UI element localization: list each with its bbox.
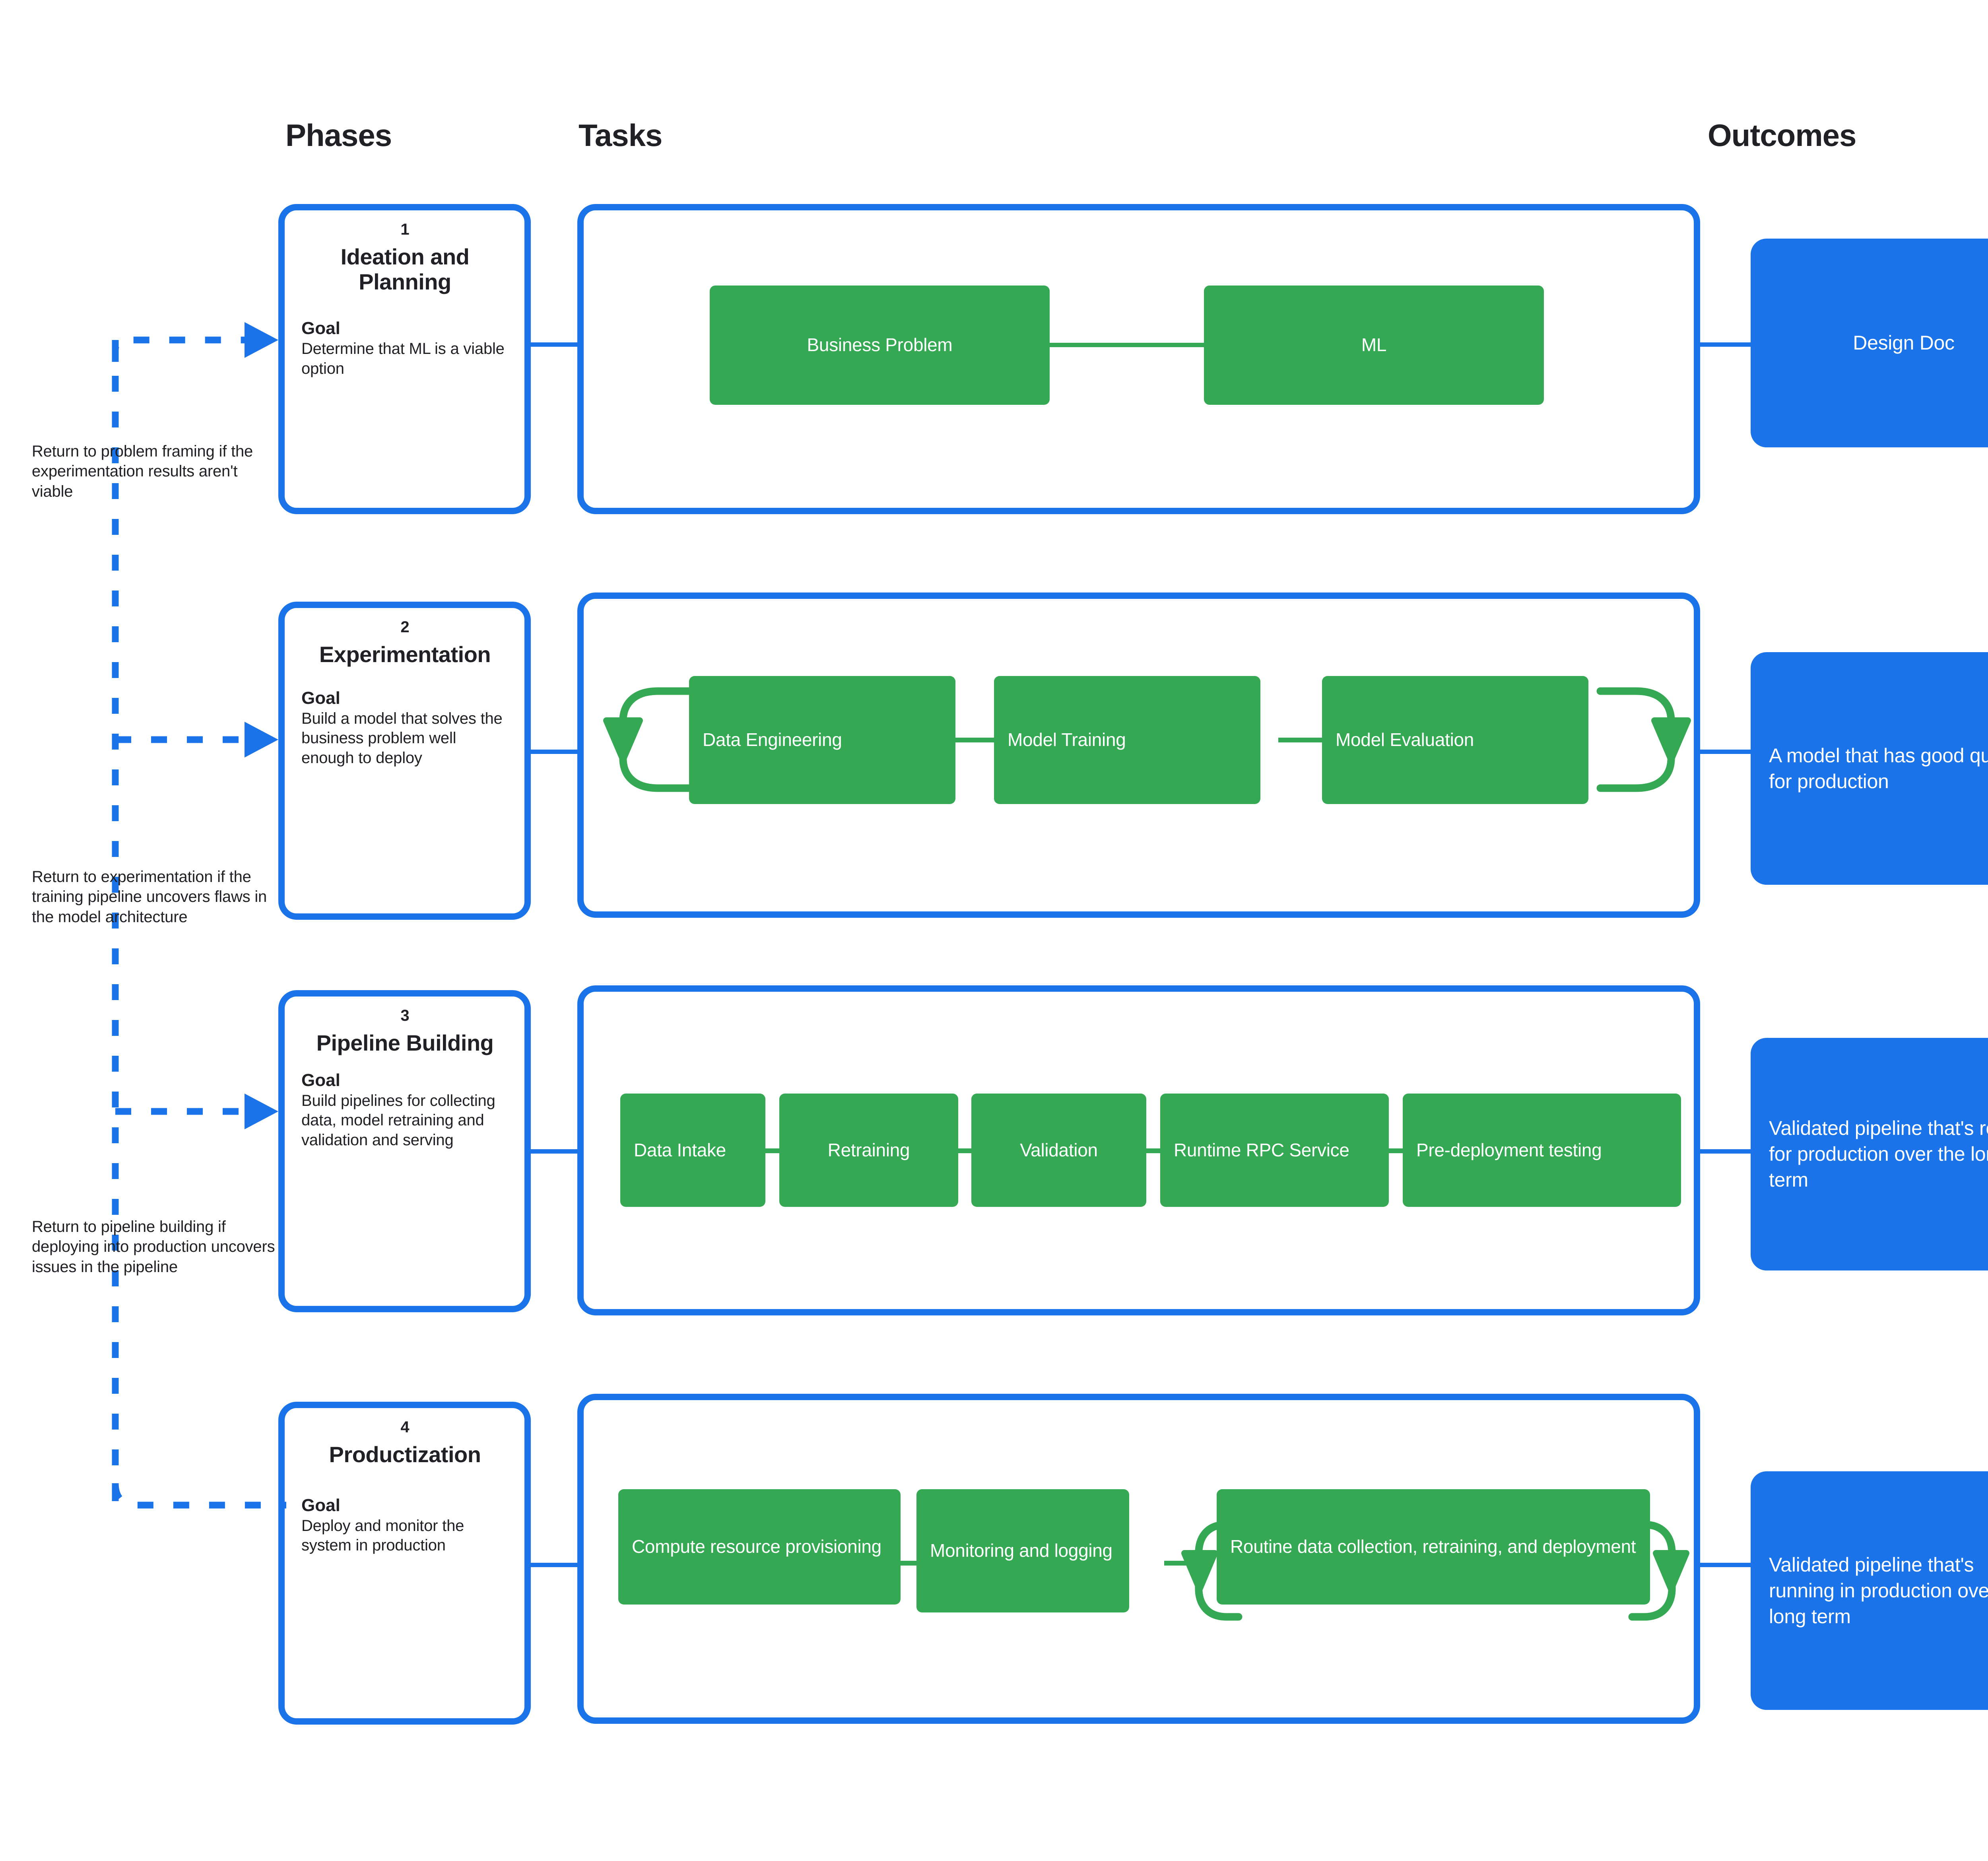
connector-tasks-outcome-1 (1700, 342, 1754, 347)
connector-task-link-2b (1278, 738, 1326, 742)
goal-label: Goal (301, 319, 340, 338)
connector-phase-tasks-2 (531, 750, 579, 754)
goal-text: Deploy and monitor the system in product… (301, 1517, 464, 1554)
task-box[interactable]: Data Engineering (689, 676, 955, 804)
phase-number: 4 (400, 1418, 410, 1436)
task-box[interactable]: Compute resource provisioning (618, 1489, 901, 1605)
phase-card-3[interactable]: 3 Pipeline Building Goal Build pipelines… (278, 990, 531, 1312)
feedback-note-left-2: Return to experimentation if the trainin… (32, 868, 267, 926)
feedback-note-left-3: Return to pipeline building if deploying… (32, 1218, 275, 1276)
column-header-tasks: Tasks (579, 118, 662, 153)
task-box[interactable]: Validation (971, 1094, 1146, 1207)
task-box[interactable]: Model Evaluation (1322, 676, 1588, 804)
task-box[interactable]: Runtime RPC Service (1160, 1094, 1389, 1207)
outcome-box[interactable]: Validated pipeline that's ready for prod… (1751, 1038, 1988, 1270)
feedback-note-left-1: Return to problem framing if the experim… (32, 443, 253, 500)
phase-title: Ideation and Planning (340, 244, 470, 294)
column-header-outcomes: Outcomes (1708, 118, 1856, 153)
phase-number: 1 (400, 221, 410, 238)
column-header-phases: Phases (285, 118, 392, 153)
phase-title: Pipeline Building (316, 1030, 494, 1055)
goal-text: Build a model that solves the business p… (301, 709, 503, 767)
task-box[interactable]: Business Problem (710, 286, 1050, 405)
goal-label: Goal (301, 1495, 340, 1515)
connector-task-link-1 (1046, 343, 1207, 347)
task-box[interactable]: Data Intake (620, 1094, 765, 1207)
goal-label: Goal (301, 1070, 340, 1090)
outcome-box[interactable]: Validated pipeline that's running in pro… (1751, 1471, 1988, 1710)
connector-task-link-4a (899, 1561, 918, 1566)
connector-tasks-outcome-2 (1700, 750, 1754, 754)
connector-phase-tasks-4 (531, 1563, 579, 1567)
phase-title: Productization (329, 1442, 481, 1467)
task-box[interactable]: Pre-deployment testing (1403, 1094, 1681, 1207)
phase-number: 3 (400, 1007, 410, 1024)
loop-arrow-left-row2 (603, 687, 698, 792)
task-box[interactable]: ML (1204, 286, 1544, 405)
feedback-connectors-left (112, 322, 286, 1509)
outcome-box[interactable]: A model that has good quality for produc… (1751, 652, 1988, 885)
goal-text: Determine that ML is a viable option (301, 340, 505, 377)
phase-card-4[interactable]: 4 Productization Goal Deploy and monitor… (278, 1402, 531, 1725)
task-box[interactable]: Monitoring and logging (916, 1489, 1129, 1612)
phase-number: 2 (400, 618, 410, 636)
connector-phase-tasks-3 (531, 1149, 579, 1154)
phase-card-2[interactable]: 2 Experimentation Goal Build a model tha… (278, 602, 531, 920)
task-box[interactable]: Model Training (994, 676, 1260, 804)
connector-task-link-3d (1388, 1148, 1404, 1153)
connector-phase-tasks-1 (531, 342, 579, 347)
connector-tasks-outcome-3 (1700, 1149, 1754, 1154)
phase-card-1[interactable]: 1 Ideation and Planning Goal Determine t… (278, 204, 531, 514)
goal-text: Build pipelines for collecting data, mod… (301, 1092, 495, 1149)
goal-label: Goal (301, 688, 340, 708)
connector-task-link-2a (950, 738, 998, 742)
task-box[interactable]: Routine data collection, retraining, and… (1217, 1489, 1650, 1605)
connector-task-link-3a (764, 1148, 780, 1153)
loop-arrow-right-row2 (1596, 687, 1691, 792)
connector-tasks-outcome-4 (1700, 1563, 1754, 1567)
connector-task-link-3c (1145, 1148, 1161, 1153)
task-box[interactable]: Retraining (779, 1094, 958, 1207)
outcome-box[interactable]: Design Doc (1751, 239, 1988, 447)
phase-title: Experimentation (319, 642, 491, 667)
connector-task-link-3b (956, 1148, 972, 1153)
